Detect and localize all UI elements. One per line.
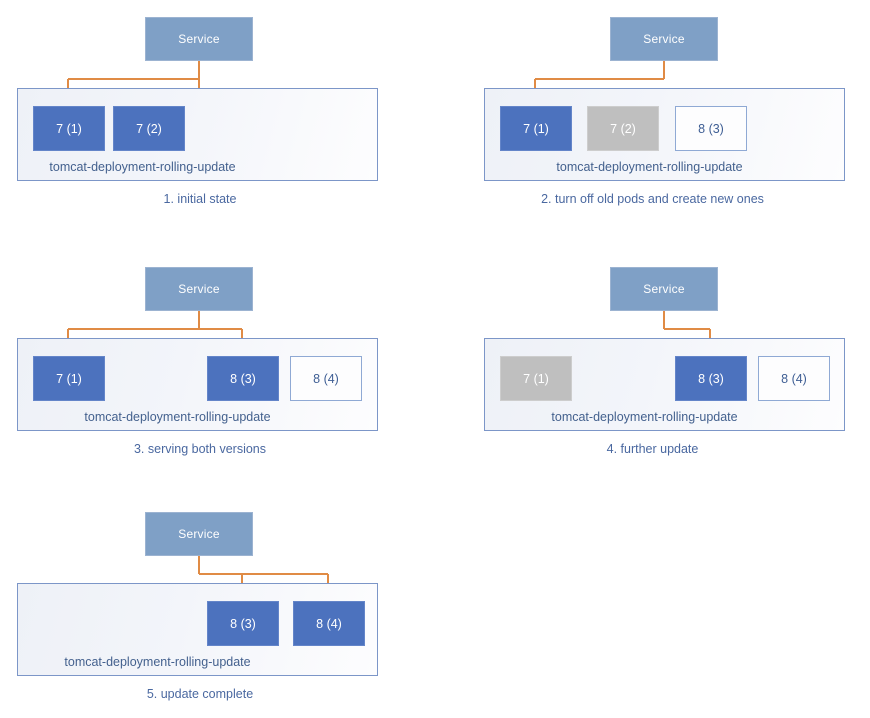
pod-box[interactable]: 8 (4) bbox=[293, 601, 365, 646]
service-label: Service bbox=[178, 32, 220, 46]
pod-label: 7 (1) bbox=[523, 121, 549, 136]
pod-label: 7 (2) bbox=[610, 121, 636, 136]
deployment-container[interactable]: 7 (1) 7 (2) 8 (3) tomcat-deployment-roll… bbox=[484, 88, 845, 181]
panel-caption: 1. initial state bbox=[0, 192, 400, 206]
service-label: Service bbox=[643, 32, 685, 46]
panel-turn-off-old-pods: Service 7 (1) 7 (2) 8 (3) tomcat-deploym… bbox=[435, 0, 870, 230]
pod-box[interactable]: 8 (4) bbox=[290, 356, 362, 401]
panel-serving-both-versions: Service 7 (1) 8 (3) 8 (4) tomcat-deploym… bbox=[0, 250, 400, 480]
deployment-container[interactable]: 7 (1) 8 (3) 8 (4) tomcat-deployment-roll… bbox=[17, 338, 378, 431]
pod-label: 8 (3) bbox=[230, 616, 256, 631]
pod-box[interactable]: 8 (3) bbox=[207, 356, 279, 401]
caption-text: 4. further update bbox=[606, 442, 699, 456]
panel-caption: 2. turn off old pods and create new ones bbox=[435, 192, 870, 206]
pod-box[interactable]: 7 (1) bbox=[500, 106, 572, 151]
service-label: Service bbox=[643, 282, 685, 296]
pod-box[interactable]: 8 (3) bbox=[675, 356, 747, 401]
caption-text: 3. serving both versions bbox=[133, 442, 266, 456]
pod-label: 7 (1) bbox=[56, 371, 82, 386]
pod-label: 7 (1) bbox=[56, 121, 82, 136]
caption-text: 2. turn off old pods and create new ones bbox=[541, 192, 764, 206]
deployment-name-label: tomcat-deployment-rolling-update bbox=[556, 160, 743, 174]
panel-update-complete: Service 8 (3) 8 (4) tomcat-deployment-ro… bbox=[0, 495, 400, 718]
pod-box[interactable]: 7 (2) bbox=[587, 106, 659, 151]
pod-label: 8 (3) bbox=[698, 121, 724, 136]
service-box[interactable]: Service bbox=[610, 267, 718, 311]
deployment-name-label: tomcat-deployment-rolling-update bbox=[551, 410, 738, 424]
pod-box[interactable]: 8 (4) bbox=[758, 356, 830, 401]
panel-caption: 4. further update bbox=[435, 442, 870, 456]
service-box[interactable]: Service bbox=[145, 267, 253, 311]
panel-further-update: Service 7 (1) 8 (3) 8 (4) tomcat-deploym… bbox=[435, 250, 870, 480]
pod-label: 8 (4) bbox=[313, 371, 339, 386]
pod-label: 8 (3) bbox=[698, 371, 724, 386]
deployment-name-label: tomcat-deployment-rolling-update bbox=[64, 655, 251, 669]
deployment-name-label: tomcat-deployment-rolling-update bbox=[84, 410, 271, 424]
pod-label: 8 (4) bbox=[316, 616, 342, 631]
service-box[interactable]: Service bbox=[145, 512, 253, 556]
pod-label: 8 (4) bbox=[781, 371, 807, 386]
service-label: Service bbox=[178, 282, 220, 296]
pod-box[interactable]: 7 (2) bbox=[113, 106, 185, 151]
caption-text: 5. update complete bbox=[146, 687, 254, 701]
service-label: Service bbox=[178, 527, 220, 541]
panel-initial-state: Service 7 (1) 7 (2) tomcat-deployment-ro… bbox=[0, 0, 400, 230]
service-box[interactable]: Service bbox=[610, 17, 718, 61]
pod-box[interactable]: 8 (3) bbox=[207, 601, 279, 646]
deployment-container[interactable]: 8 (3) 8 (4) tomcat-deployment-rolling-up… bbox=[17, 583, 378, 676]
pod-box[interactable]: 7 (1) bbox=[33, 106, 105, 151]
deployment-container[interactable]: 7 (1) 7 (2) tomcat-deployment-rolling-up… bbox=[17, 88, 378, 181]
pod-label: 7 (2) bbox=[136, 121, 162, 136]
pod-box[interactable]: 7 (1) bbox=[33, 356, 105, 401]
panel-caption: 5. update complete bbox=[0, 687, 400, 701]
panel-caption: 3. serving both versions bbox=[0, 442, 400, 456]
pod-box[interactable]: 8 (3) bbox=[675, 106, 747, 151]
pod-box[interactable]: 7 (1) bbox=[500, 356, 572, 401]
pod-label: 8 (3) bbox=[230, 371, 256, 386]
service-box[interactable]: Service bbox=[145, 17, 253, 61]
pod-label: 7 (1) bbox=[523, 371, 549, 386]
deployment-container[interactable]: 7 (1) 8 (3) 8 (4) tomcat-deployment-roll… bbox=[484, 338, 845, 431]
deployment-name-label: tomcat-deployment-rolling-update bbox=[49, 160, 236, 174]
caption-text: 1. initial state bbox=[163, 192, 237, 206]
